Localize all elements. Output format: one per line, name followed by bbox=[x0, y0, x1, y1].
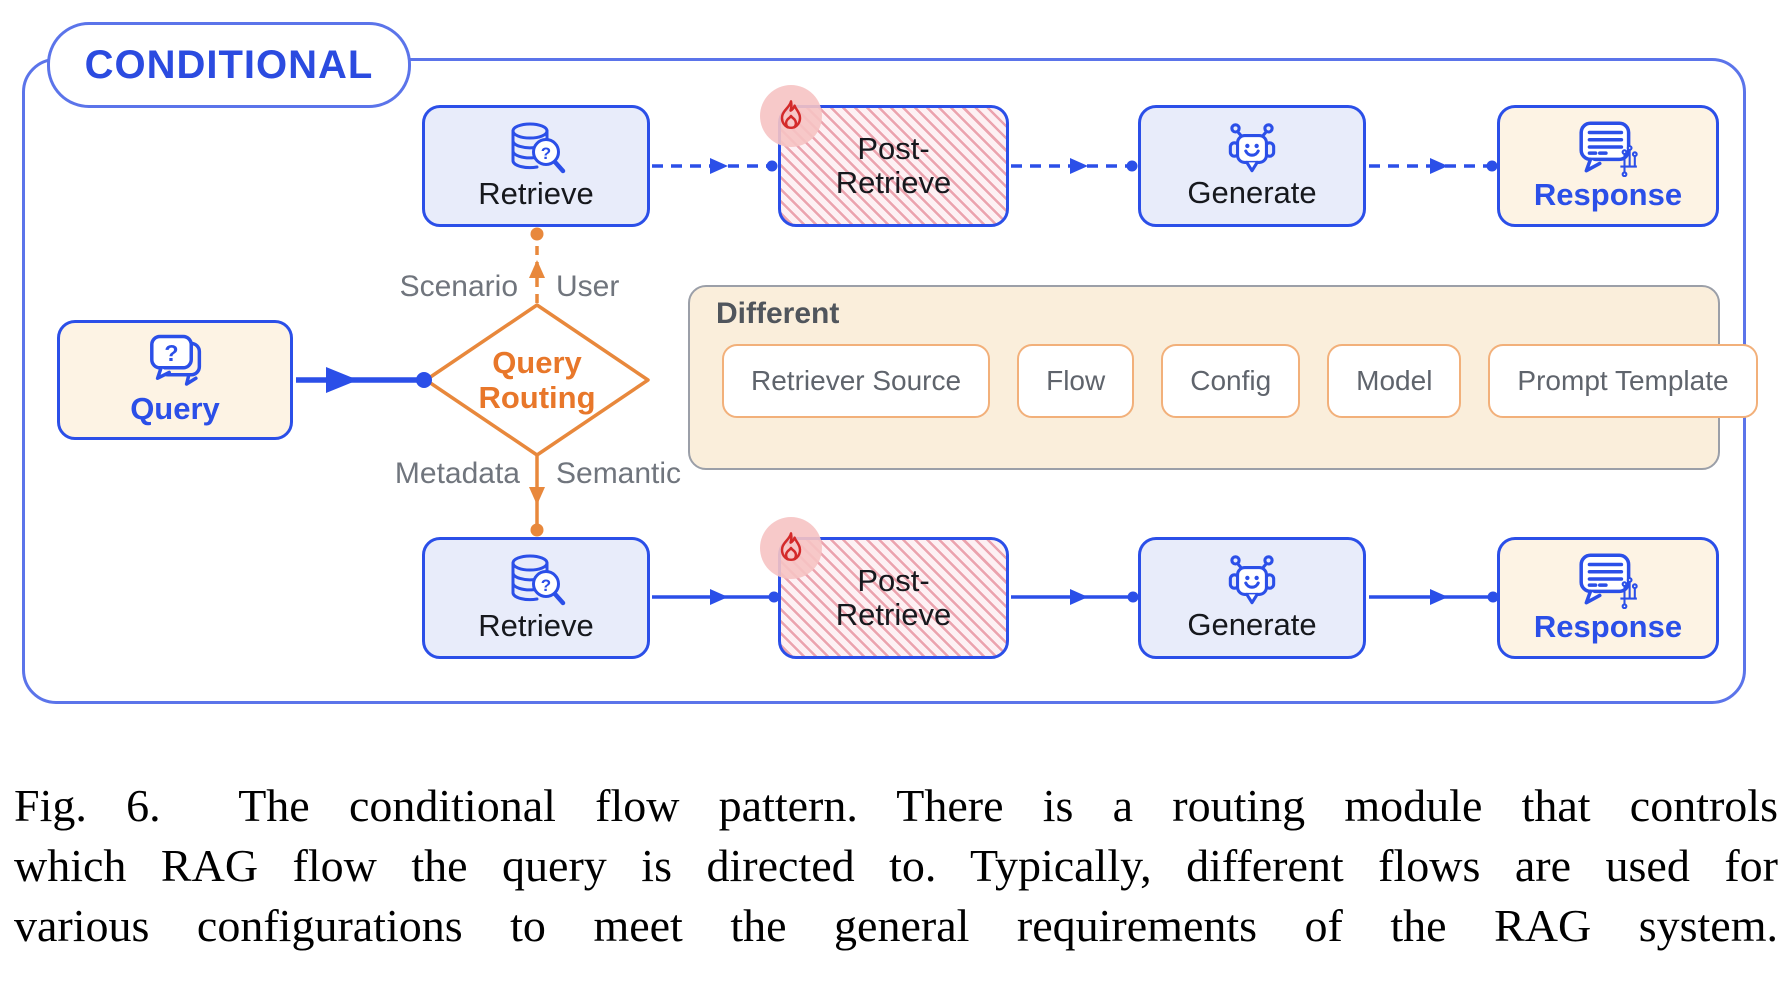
svg-text:?: ? bbox=[164, 340, 178, 366]
tag-flow: Flow bbox=[1017, 344, 1135, 418]
retrieve-node-top: ? Retrieve bbox=[422, 105, 650, 227]
branch-label-semantic: Semantic bbox=[556, 457, 682, 490]
tag-config: Config bbox=[1161, 344, 1301, 418]
post-retrieve-node-label: Post- Retrieve bbox=[835, 562, 952, 632]
post-retrieve-node-label: Post- Retrieve bbox=[835, 130, 952, 200]
query-routing-label: Query Routing bbox=[478, 345, 596, 415]
different-panel: Different Retriever Source Flow Config M… bbox=[688, 285, 1758, 470]
branch-label-scenario: Scenario bbox=[399, 270, 518, 303]
generate-node-label: Generate bbox=[1187, 174, 1317, 210]
generate-node-bottom: Generate bbox=[1138, 537, 1366, 659]
tag-prompt-template: Prompt Template bbox=[1488, 344, 1758, 418]
message-circuit-icon bbox=[1579, 553, 1638, 609]
different-panel-title: Different bbox=[716, 297, 840, 330]
response-node-top: Response bbox=[1497, 105, 1719, 227]
caption-line: which RAG flow the query is directed to.… bbox=[14, 840, 1778, 891]
robot-chat-icon bbox=[1228, 555, 1276, 605]
caption-line: various configurations to meet the gener… bbox=[14, 900, 1778, 951]
generate-node-label: Generate bbox=[1187, 606, 1317, 642]
response-node-label: Response bbox=[1533, 609, 1683, 644]
different-tag-list: Retriever Source Flow Config Model Promp… bbox=[722, 344, 1758, 418]
retrieve-node-label: Retrieve bbox=[478, 175, 594, 211]
generate-node-top: Generate bbox=[1138, 105, 1366, 227]
chat-question-icon: ? bbox=[150, 334, 202, 386]
caption-line: Fig. 6. The conditional flow pattern. Th… bbox=[14, 780, 1778, 831]
retrieve-node-label: Retrieve bbox=[478, 607, 594, 643]
response-node-label: Response bbox=[1533, 177, 1683, 212]
svg-text:?: ? bbox=[541, 144, 551, 163]
database-search-icon: ? bbox=[511, 122, 566, 174]
figure-caption: Fig. 6. The conditional flow pattern. Th… bbox=[14, 776, 1778, 956]
trainable-badge-top bbox=[760, 85, 822, 147]
fire-icon bbox=[780, 100, 802, 130]
database-search-icon: ? bbox=[511, 554, 566, 606]
conditional-frame-label-pill: CONDITIONAL bbox=[47, 22, 411, 108]
query-node-label: Query bbox=[130, 391, 220, 426]
response-node-bottom: Response bbox=[1497, 537, 1719, 659]
retrieve-node-bottom: ? Retrieve bbox=[422, 537, 650, 659]
message-circuit-icon bbox=[1579, 121, 1638, 177]
fire-icon bbox=[780, 532, 802, 562]
tag-retriever-source: Retriever Source bbox=[722, 344, 991, 418]
robot-chat-icon bbox=[1228, 123, 1276, 173]
query-node: ? Query bbox=[57, 320, 293, 440]
trainable-badge-bottom bbox=[760, 517, 822, 579]
svg-text:?: ? bbox=[541, 576, 551, 595]
branch-label-metadata: Metadata bbox=[394, 457, 520, 490]
branch-label-user: User bbox=[556, 270, 620, 303]
conditional-frame-label: CONDITIONAL bbox=[84, 42, 374, 87]
tag-model: Model bbox=[1327, 344, 1462, 418]
